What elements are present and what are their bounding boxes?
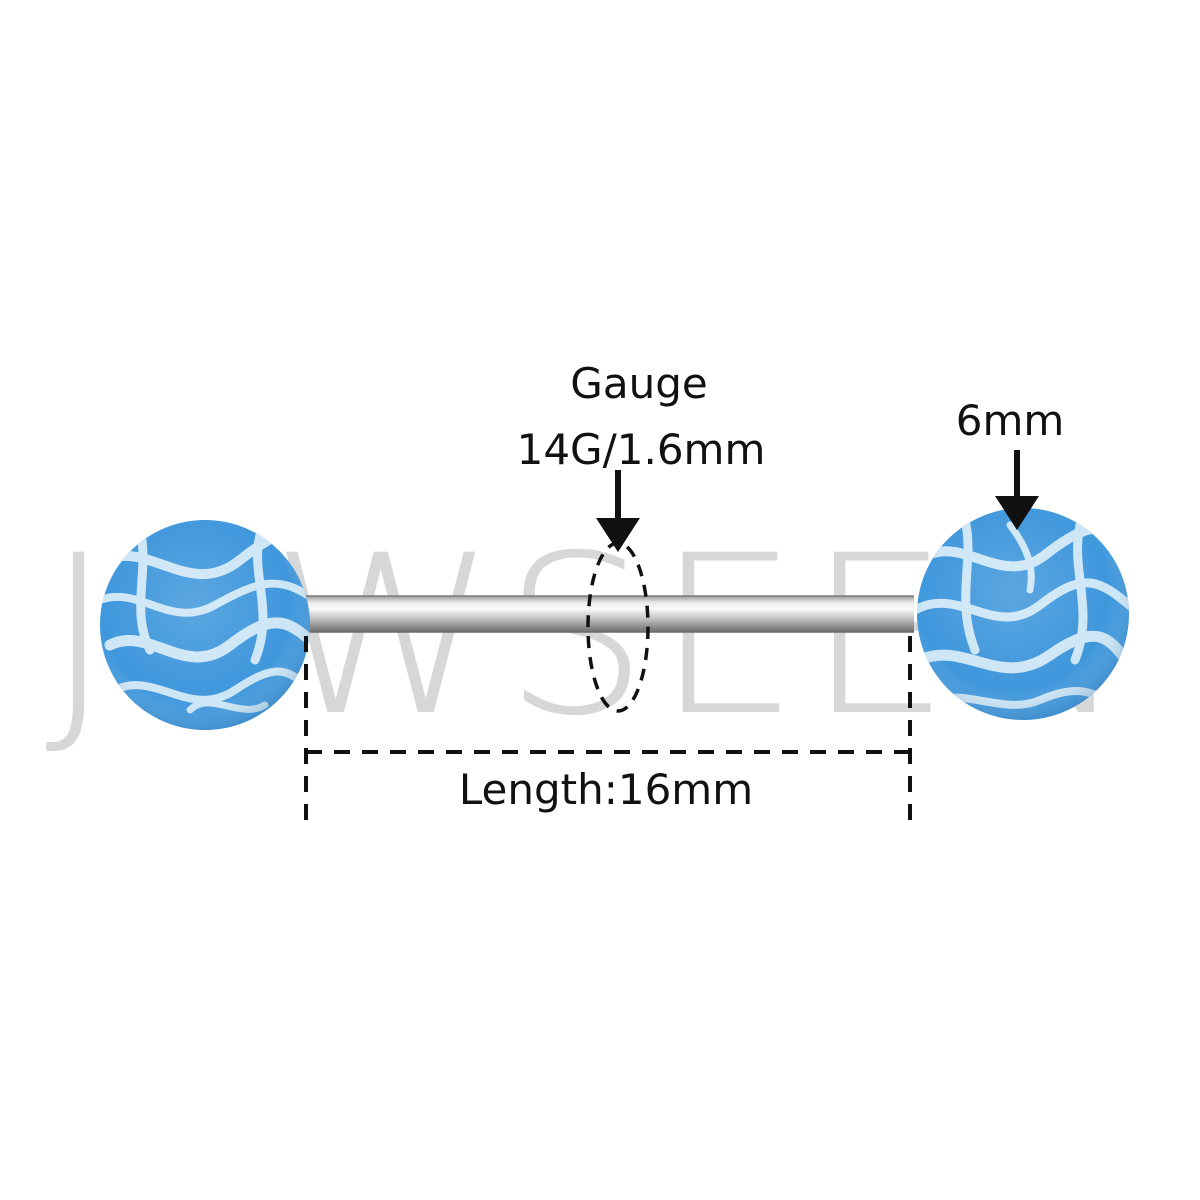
length-dimension-lines [304,636,912,820]
gauge-value-label: 14G/1.6mm [517,425,766,474]
ball-size-arrow-icon [995,450,1039,530]
length-label: Length:16mm [459,765,753,814]
ball-size-label: 6mm [956,396,1065,445]
gauge-arrow-icon [596,470,640,552]
left-ball [100,520,310,730]
barbell-shaft [300,595,914,633]
right-ball [917,508,1129,720]
gauge-title-label: Gauge [570,359,707,408]
